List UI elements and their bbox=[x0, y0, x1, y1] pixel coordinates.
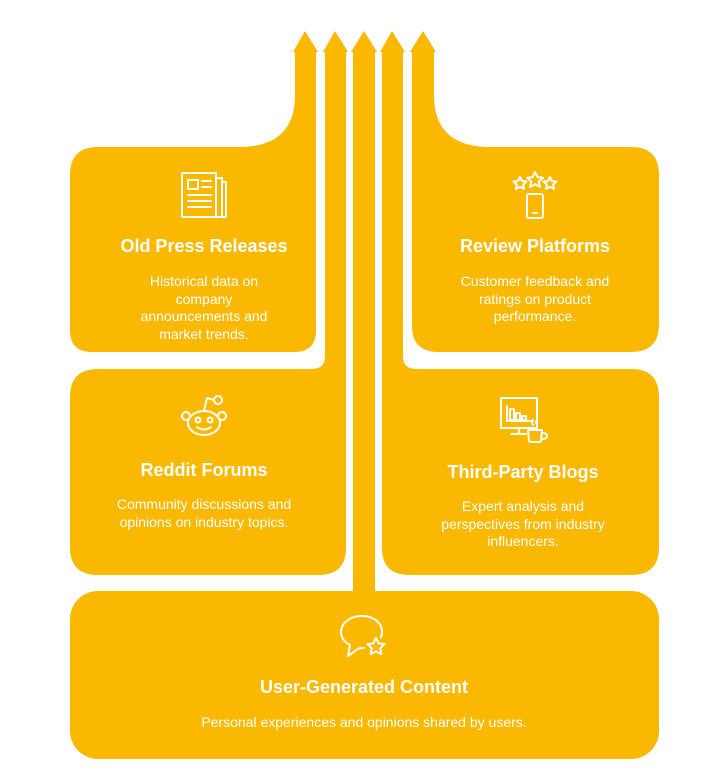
chat-star-icon bbox=[340, 615, 386, 657]
card-third-party-blogs: Third-Party Blogs Expert analysis and pe… bbox=[407, 394, 639, 551]
card-reddit-forums: Reddit Forums Community discussions and … bbox=[88, 394, 320, 531]
card-title: Review Platforms bbox=[459, 236, 611, 256]
card-review-platforms: Review Platforms Customer feedback and r… bbox=[419, 170, 651, 326]
arrow-head-1 bbox=[293, 31, 318, 52]
reddit-icon bbox=[181, 395, 227, 436]
blog-monitor-coffee-icon bbox=[500, 397, 548, 443]
blogs-card-shape bbox=[382, 52, 659, 575]
card-title: Reddit Forums bbox=[140, 460, 268, 480]
card-title: Old Press Releases bbox=[120, 236, 288, 256]
ugc-card-shape bbox=[70, 591, 659, 759]
card-description: Historical data on company announcements… bbox=[140, 273, 268, 342]
card-user-generated-content: User-Generated Content Personal experien… bbox=[70, 612, 658, 732]
review-card-shape bbox=[412, 52, 659, 352]
reddit-card-shape bbox=[70, 52, 346, 575]
card-old-press-releases: Old Press Releases Historical data on co… bbox=[88, 170, 320, 343]
arrow-head-4 bbox=[380, 31, 405, 52]
card-title: Third-Party Blogs bbox=[447, 462, 599, 482]
center-channel-shape bbox=[353, 52, 375, 600]
card-title: User-Generated Content bbox=[259, 677, 469, 697]
arrow-head-2 bbox=[323, 31, 348, 52]
card-description: Personal experiences and opinions shared… bbox=[201, 714, 527, 730]
card-description: Customer feedback and ratings on product… bbox=[460, 273, 610, 324]
review-stars-phone-icon bbox=[512, 171, 558, 219]
arrow-head-5 bbox=[410, 31, 436, 52]
arrow-head-3 bbox=[351, 31, 377, 52]
card-description: Community discussions and opinions on in… bbox=[116, 496, 292, 530]
card-description: Expert analysis and perspectives from in… bbox=[441, 498, 605, 549]
newspaper-icon bbox=[181, 172, 227, 218]
